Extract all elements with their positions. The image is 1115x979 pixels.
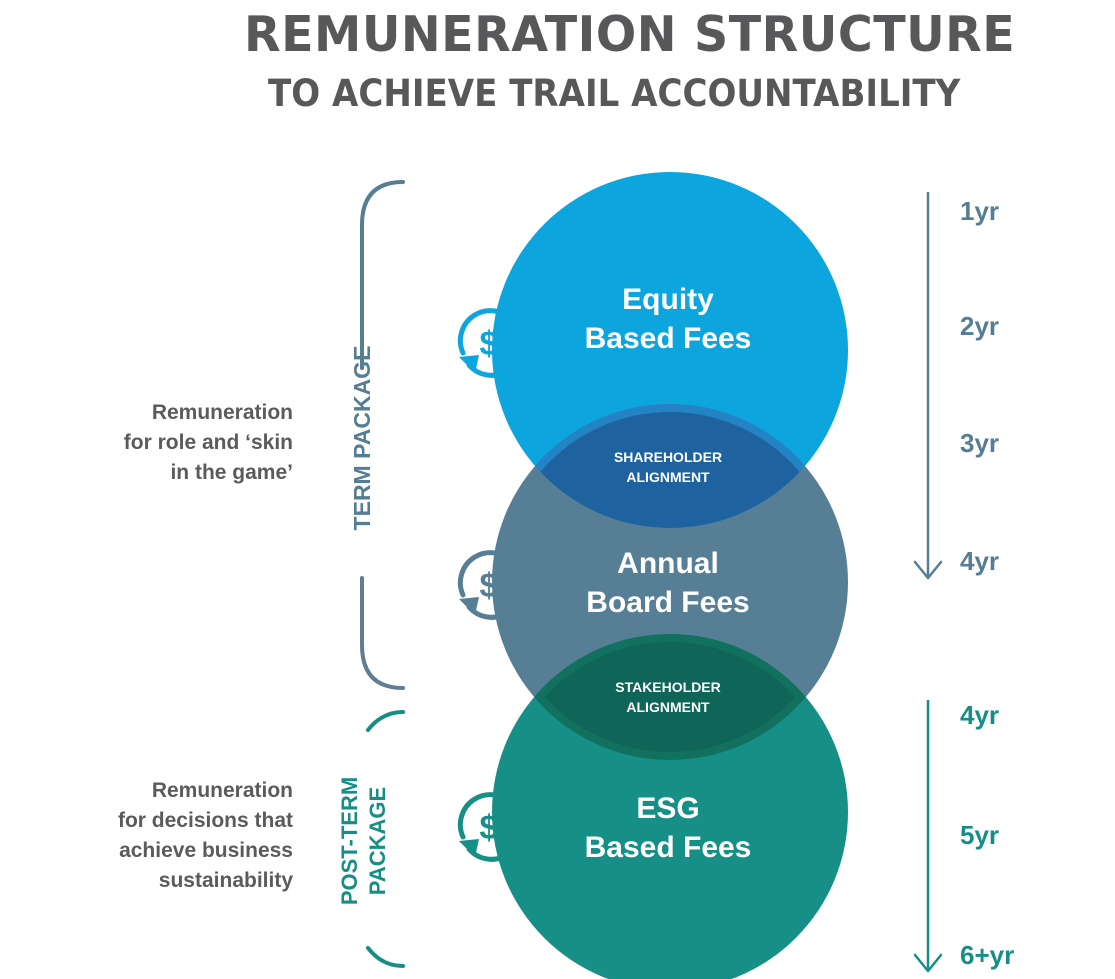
term-description-line: for role and ‘skin	[123, 431, 293, 454]
timeline-label-post-term: 4yr	[960, 700, 1000, 730]
stakeholder-label-line: STAKEHOLDER	[615, 679, 721, 695]
esg-circle-label: ESG Based Fees	[538, 789, 798, 867]
post-term-description: Remuneration for decisions that achieve …	[73, 776, 293, 896]
page-title: REMUNERATION STRUCTURE	[244, 6, 1016, 63]
shareholder-label-line: SHAREHOLDER	[613, 449, 723, 465]
money-cycle-icon	[449, 301, 533, 385]
post-term-label-line: POST-TERM	[337, 776, 362, 906]
annual-label-line: Annual	[617, 547, 719, 580]
shareholder-label-line: ALIGNMENT	[626, 469, 710, 485]
shareholder-alignment-label: SHAREHOLDER ALIGNMENT	[568, 447, 768, 487]
equity-label-line: Equity	[622, 283, 714, 316]
annual-label-line: Board Fees	[586, 586, 750, 619]
page-subtitle: TO ACHIEVE TRAIL ACCOUNTABILITY	[268, 72, 961, 115]
esg-label-line: Based Fees	[584, 831, 752, 864]
post-term-timeline-arrowhead	[913, 953, 943, 973]
post-term-description-line: for decisions that	[117, 809, 293, 832]
post-term-bracket-top	[366, 710, 405, 732]
term-bracket-bottom	[360, 576, 405, 690]
post-term-package-label: POST-TERM PACKAGE	[336, 761, 392, 921]
term-timeline-arrowhead	[913, 560, 943, 580]
timeline-label-term: 2yr	[960, 311, 1000, 341]
timeline-label-term: 1yr	[960, 196, 1000, 226]
term-bracket-top	[360, 180, 405, 370]
post-term-bracket-bottom	[366, 946, 405, 968]
post-term-description-line: Remuneration	[151, 779, 293, 802]
timeline-label-post-term: 5yr	[960, 820, 1000, 850]
annual-circle-label: Annual Board Fees	[538, 544, 798, 622]
equity-circle-label: Equity Based Fees	[538, 280, 798, 358]
post-term-description-line: achieve business	[119, 839, 293, 862]
term-description-line: Remuneration	[151, 401, 293, 424]
timeline-label-term: 3yr	[960, 428, 1000, 458]
post-term-description-line: sustainability	[158, 869, 293, 892]
timeline-label-post-term: 6+yr	[960, 940, 1015, 970]
stakeholder-alignment-label: STAKEHOLDER ALIGNMENT	[568, 677, 768, 717]
term-description: Remuneration for role and ‘skin in the g…	[73, 398, 293, 488]
equity-label-line: Based Fees	[584, 322, 752, 355]
stakeholder-label-line: ALIGNMENT	[626, 699, 710, 715]
term-description-line: in the game’	[170, 461, 293, 484]
term-package-label: TERM PACKAGE	[349, 345, 375, 531]
esg-label-line: ESG	[636, 792, 700, 825]
timeline-label-term: 4yr	[960, 546, 1000, 576]
post-term-label-line: PACKAGE	[365, 786, 390, 896]
